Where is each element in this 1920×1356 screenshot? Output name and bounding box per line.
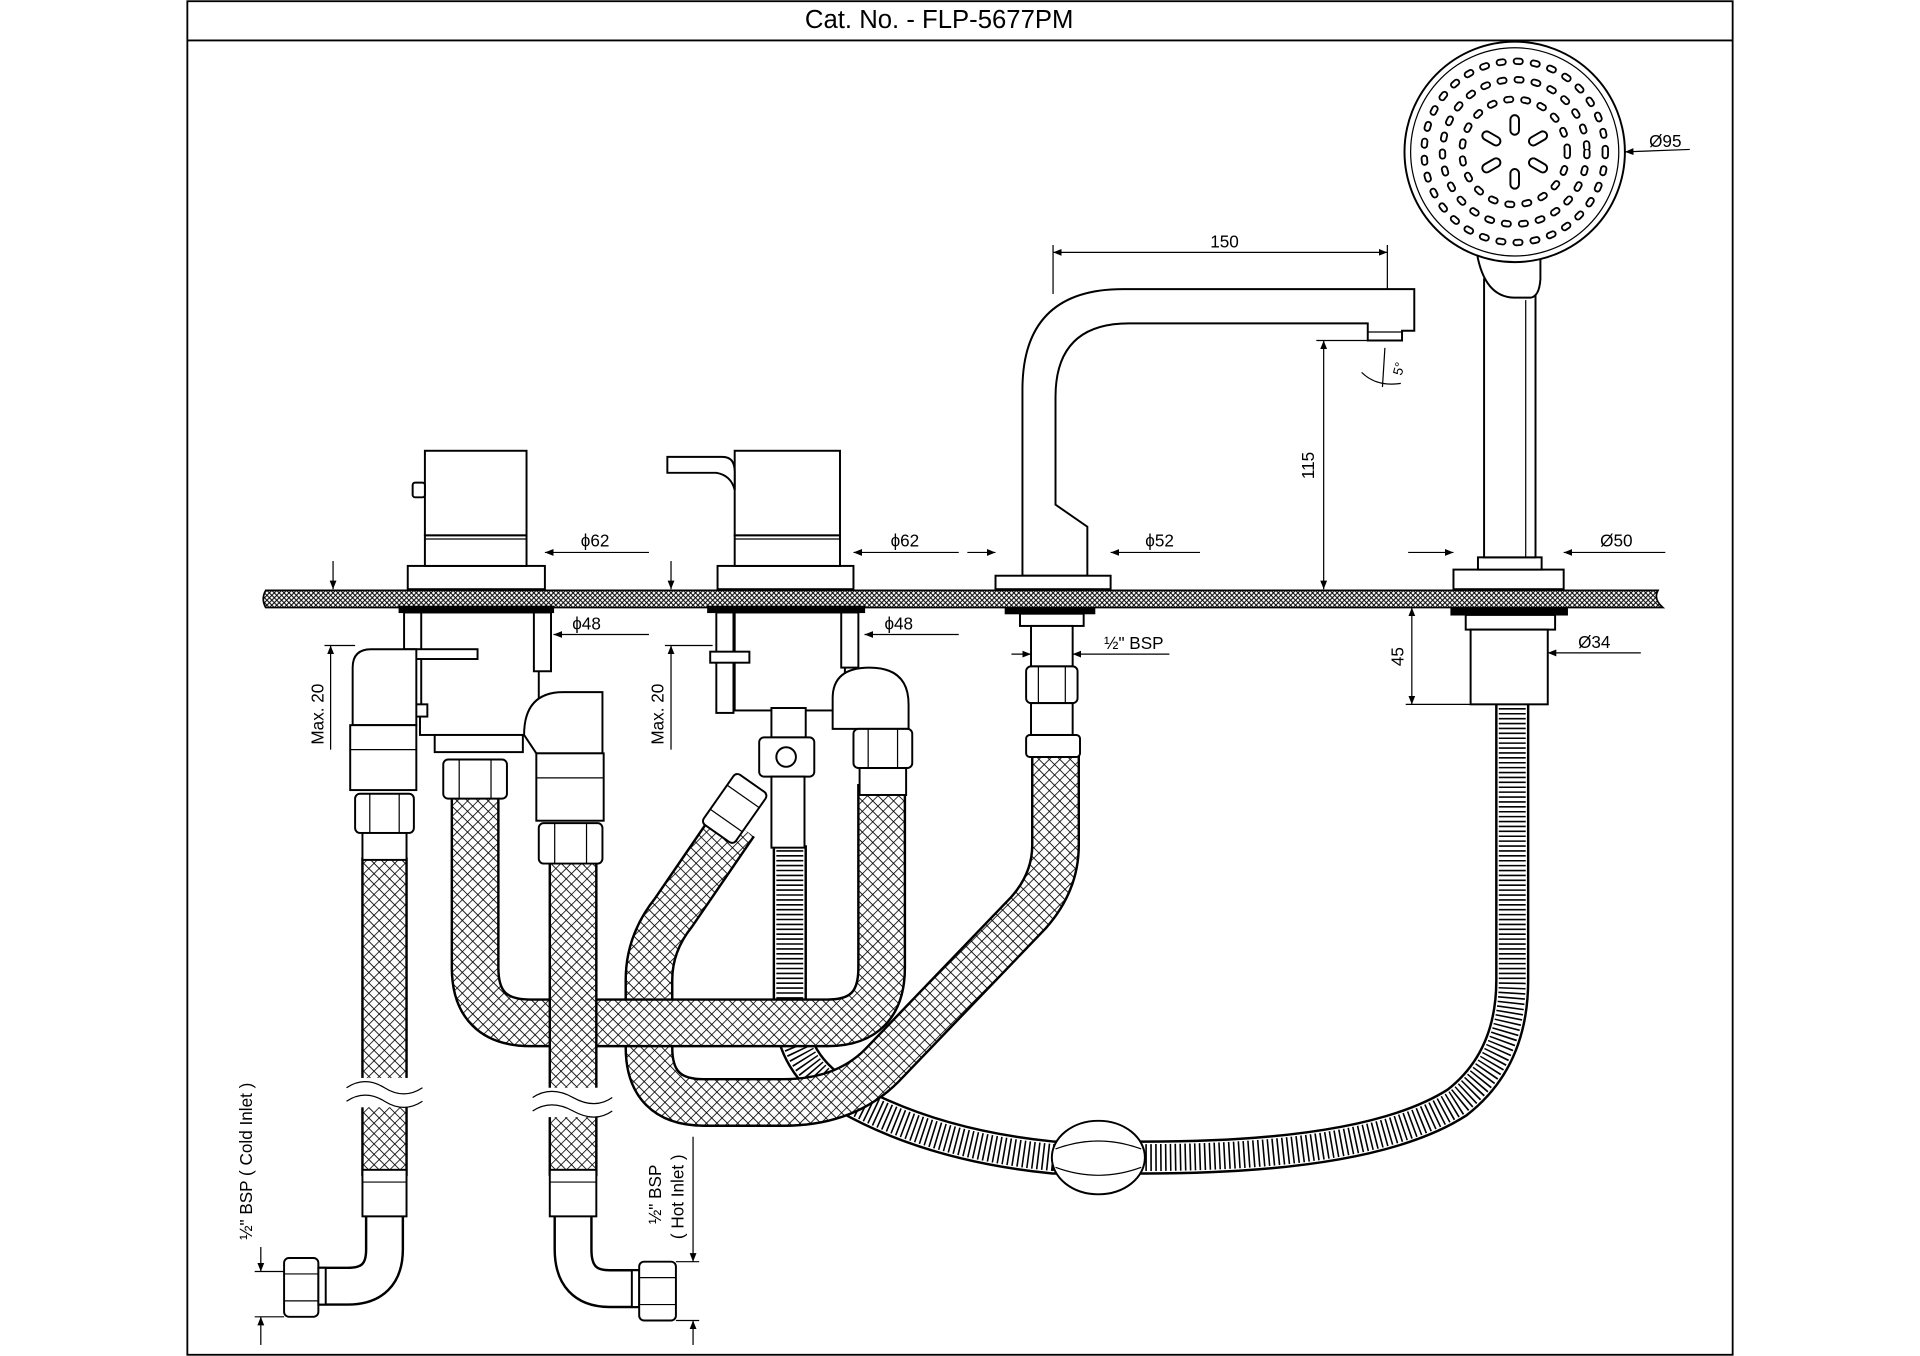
diverter-mixer — [666, 449, 855, 591]
hand-shower — [1452, 251, 1565, 591]
hot-inlet-elbow-nut — [630, 1260, 677, 1322]
spout-base-diameter-label: ϕ52 — [1145, 530, 1174, 550]
cold-inlet-hose — [315, 857, 423, 1306]
temperature-button — [411, 481, 426, 499]
left-mixer — [406, 449, 546, 591]
spout — [994, 288, 1416, 591]
catalog-number-title: Cat. No. - FLP-5677PM — [805, 6, 1074, 34]
head-diameter-label: Ø95 — [1649, 131, 1681, 151]
spout-supply-hose — [624, 753, 1080, 1127]
lever-handle — [666, 455, 736, 491]
mixer1-plate-diameter-label: ϕ48 — [572, 614, 601, 634]
mixer1-base-diameter-label: ϕ62 — [581, 530, 610, 550]
hot-inlet-hose — [532, 857, 640, 1309]
drawing-frame — [186, 0, 1734, 1356]
mixer2-plate-diameter-label: ϕ48 — [884, 614, 913, 634]
hot-inlet-label: ( Hot Inlet ) — [667, 1154, 687, 1239]
diverter-mixer-underside — [702, 611, 914, 849]
cold-inlet-label: ½" BSP ( Cold Inlet ) — [236, 1083, 256, 1240]
mixer2-base-diameter-label: ϕ62 — [891, 530, 920, 550]
left-mixer-underside — [349, 611, 605, 865]
cold-inlet-elbow-nut — [283, 1257, 327, 1318]
spout-reach-label: 150 — [1210, 231, 1239, 251]
spout-angle-label: 5° — [1390, 361, 1408, 377]
spout-height-label: 115 — [1298, 452, 1318, 479]
hose-weight-ball — [1050, 1119, 1146, 1196]
hand-shower-shank — [1450, 606, 1568, 706]
shank-length-label: 45 — [1387, 647, 1407, 666]
hot-inlet-thread-label: ½" BSP — [645, 1165, 665, 1224]
deck-surface — [262, 589, 1666, 614]
mixer2-max-deck-label: Max. 20 — [648, 684, 668, 745]
handshower-base-diameter-label: Ø50 — [1600, 530, 1632, 550]
dimension-lines — [254, 148, 1690, 1345]
shank-diameter-label: Ø34 — [1578, 632, 1611, 652]
spout-thread-label: ½" BSP — [1104, 633, 1163, 653]
hand-shower-head — [1403, 40, 1626, 264]
mixer1-max-deck-label: Max. 20 — [307, 684, 327, 745]
mixer-connecting-hose — [450, 783, 907, 1048]
spout-shank — [1004, 606, 1096, 758]
